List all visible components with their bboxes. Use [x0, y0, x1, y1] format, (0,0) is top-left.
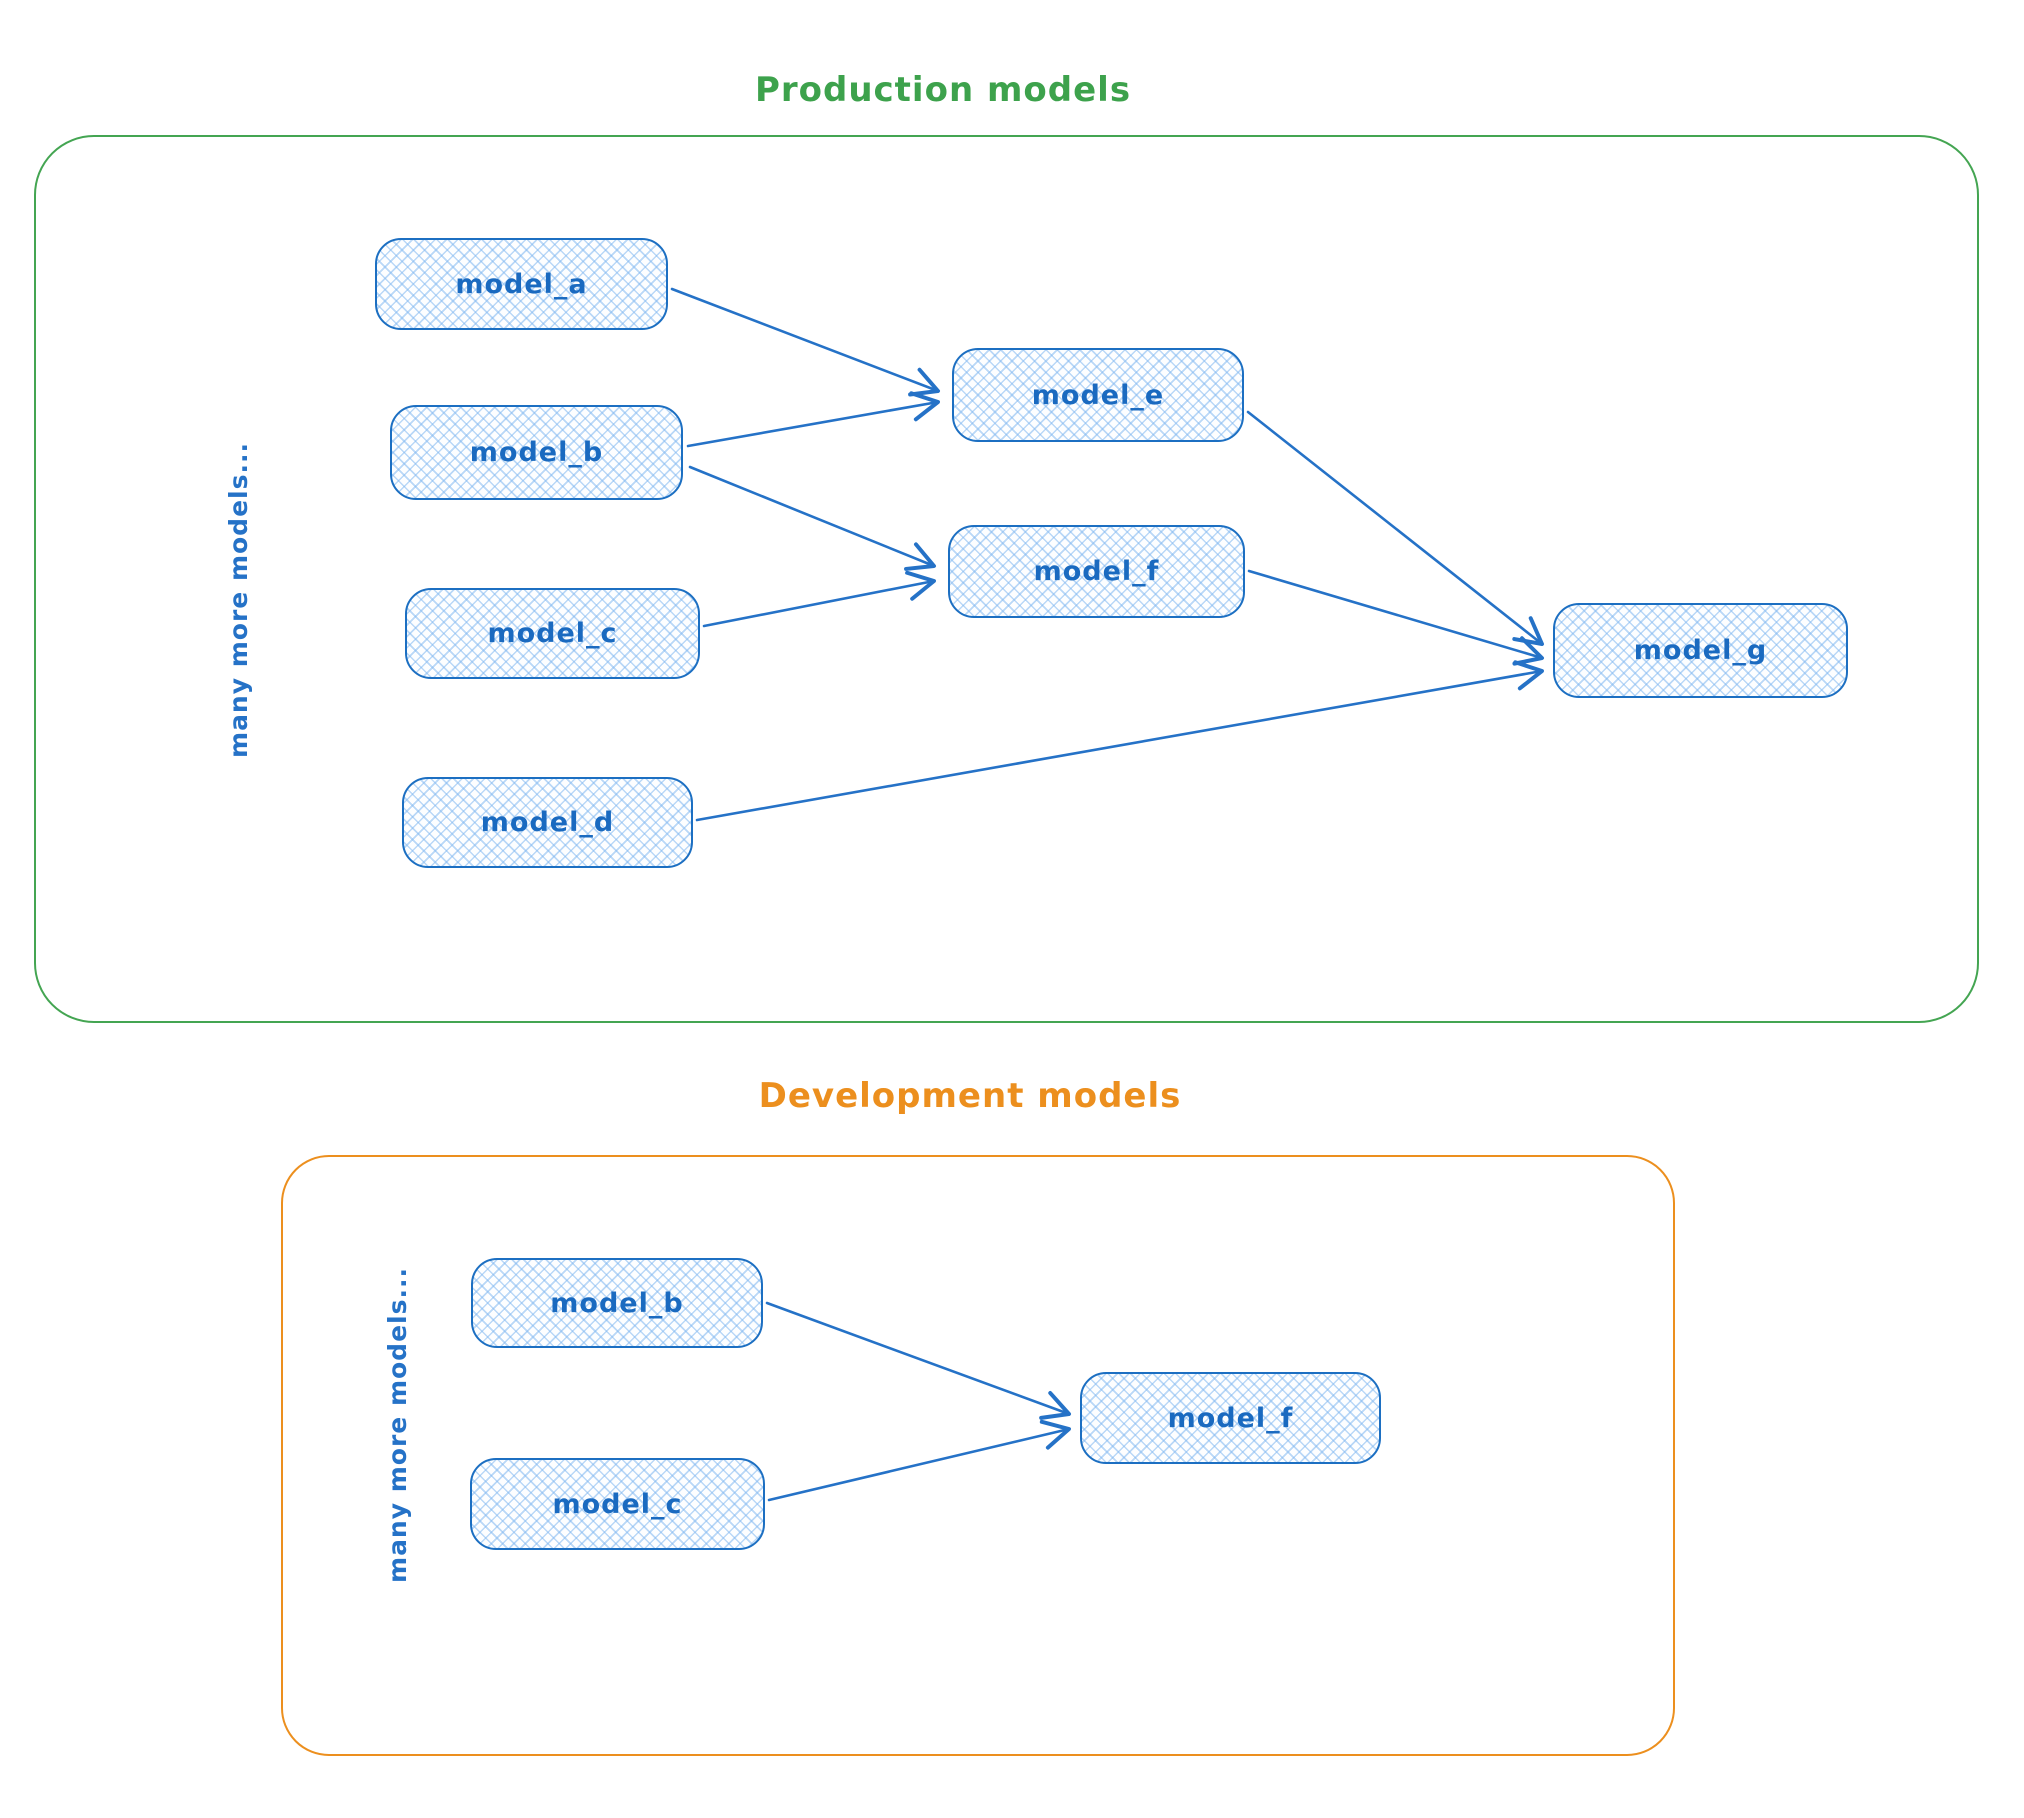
node-label: model_f: [1167, 1402, 1294, 1434]
node-production-model-c: model_c: [405, 588, 700, 679]
node-label: model_b: [550, 1287, 684, 1319]
production-side-label: many more models...: [223, 442, 253, 758]
development-section-frame: [281, 1155, 1675, 1756]
node-development-model-b: model_b: [471, 1258, 763, 1348]
node-label: model_a: [455, 268, 588, 300]
node-label: model_d: [480, 807, 615, 838]
node-label: model_c: [552, 1488, 683, 1520]
node-label: model_f: [1033, 556, 1160, 587]
node-production-model-d: model_d: [402, 777, 693, 868]
production-section-frame: [34, 135, 1979, 1023]
node-label: model_b: [469, 437, 604, 468]
node-production-model-b: model_b: [390, 405, 683, 500]
development-side-label: many more models...: [382, 1267, 412, 1583]
node-production-model-a: model_a: [375, 238, 668, 330]
node-development-model-c: model_c: [470, 1458, 765, 1550]
node-development-model-f: model_f: [1080, 1372, 1381, 1464]
node-label: model_c: [487, 618, 618, 649]
node-label: model_g: [1633, 635, 1768, 666]
node-production-model-e: model_e: [952, 348, 1244, 442]
node-label: model_e: [1031, 379, 1165, 411]
node-production-model-g: model_g: [1553, 603, 1848, 698]
production-section-title: Production models: [754, 70, 1132, 110]
development-section-title: Development models: [758, 1076, 1182, 1116]
node-production-model-f: model_f: [948, 525, 1245, 618]
